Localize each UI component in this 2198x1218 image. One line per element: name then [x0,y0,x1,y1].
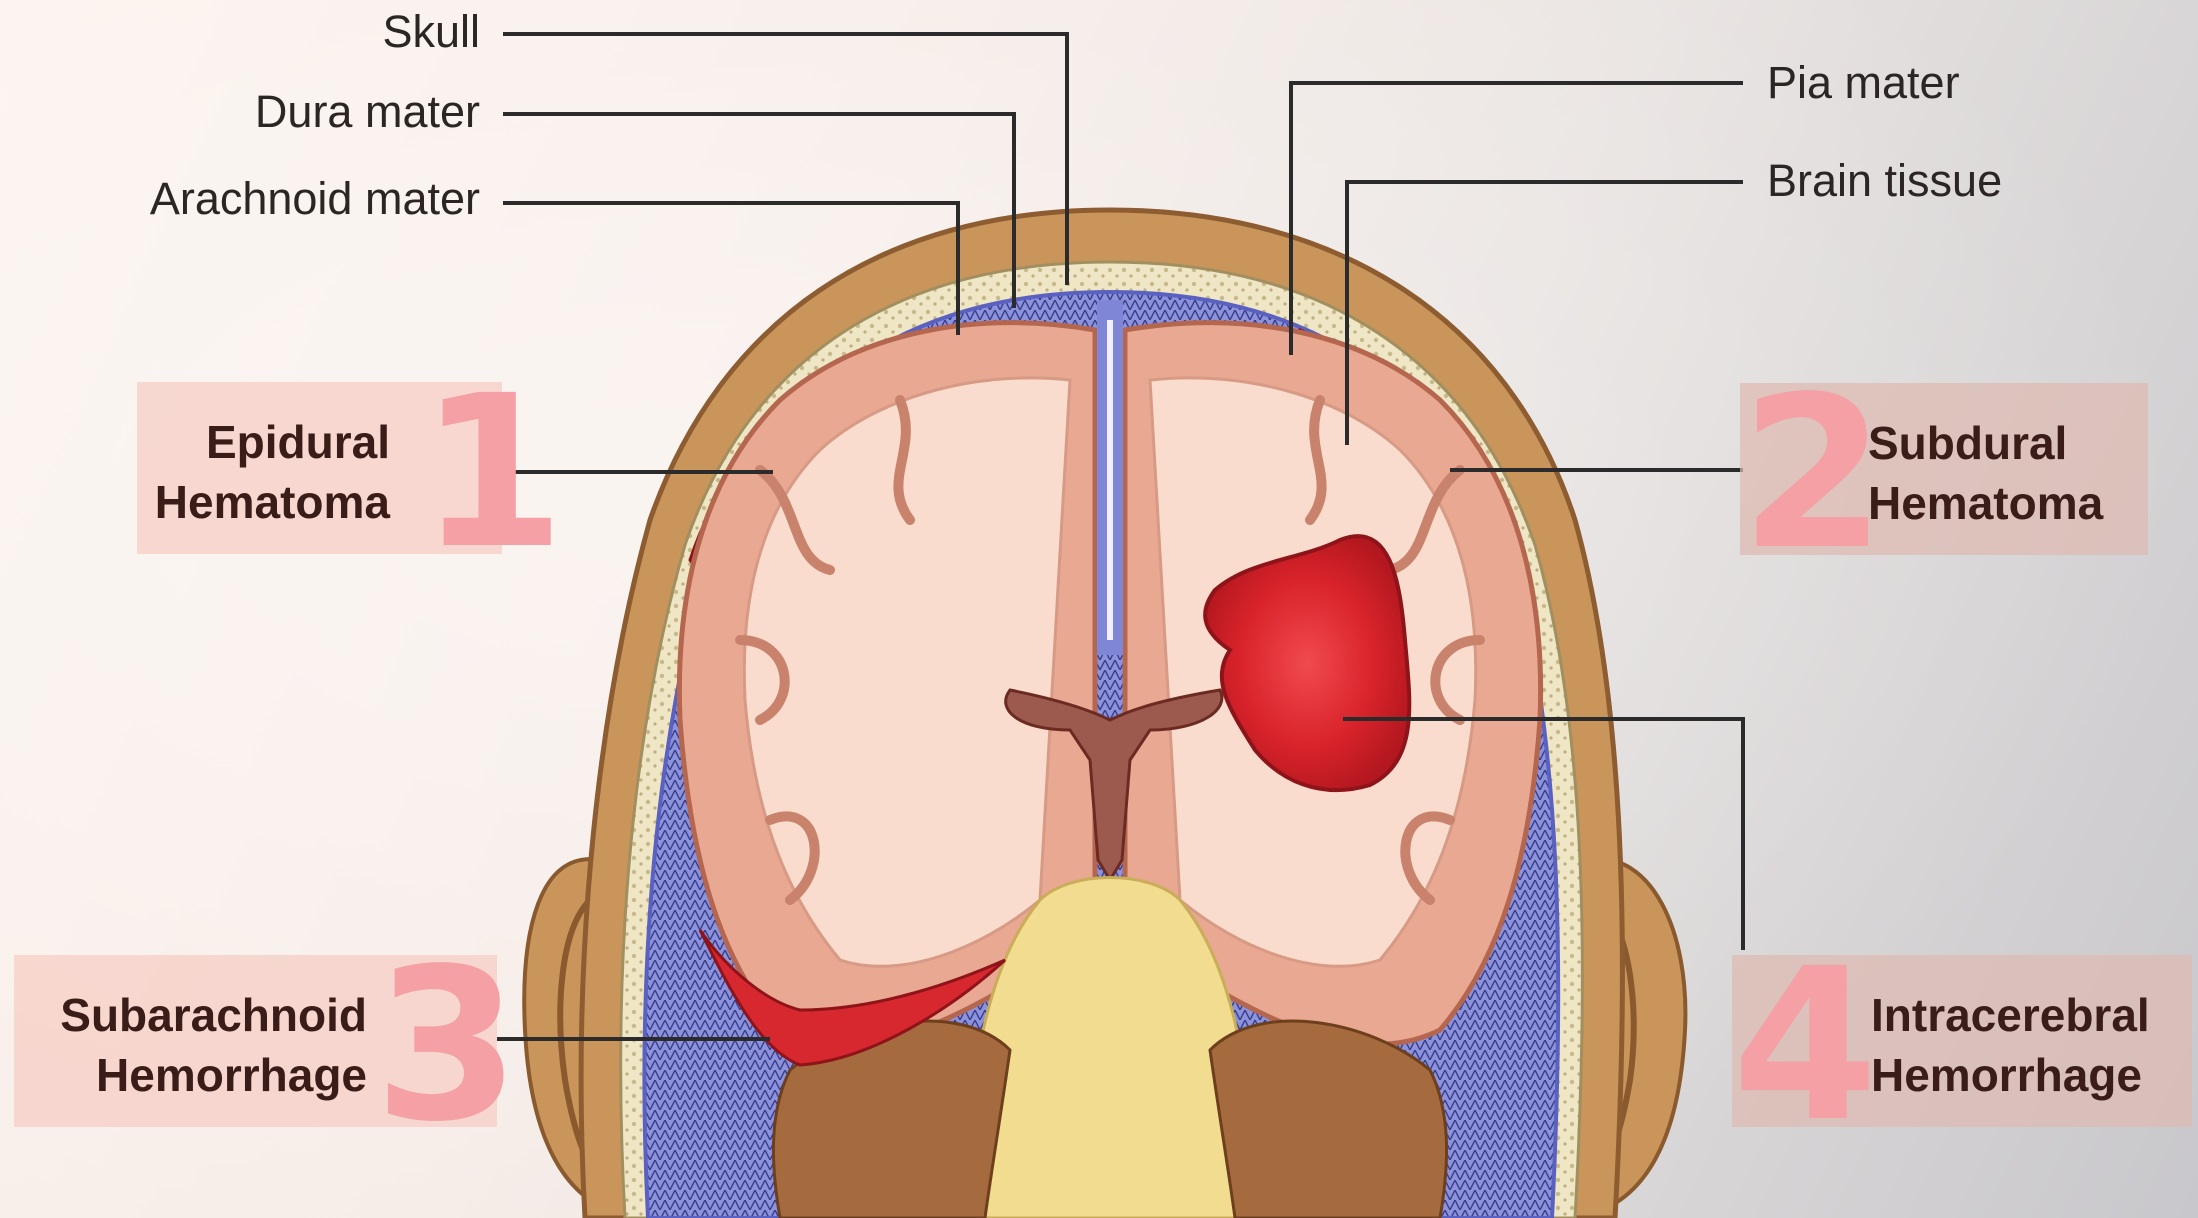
arachnoid-mater-label: Arachnoid mater [150,176,480,221]
callout-title-line: Hemorrhage [60,1045,367,1105]
pia-mater-label: Pia mater [1767,60,1960,105]
callout-title-line: Hematoma [155,472,390,532]
callout-title: Subdural Hematoma [1868,413,2103,533]
callout-epidural-hematoma: 1 Epidural Hematoma [137,382,502,554]
callout-title-line: Subdural [1868,413,2103,473]
callout-title-line: Epidural [155,412,390,472]
callout-title-line: Hemorrhage [1871,1045,2150,1105]
callout-number: 1 [419,368,565,578]
dura-mater-label: Dura mater [255,89,480,134]
callout-number: 2 [1740,369,1886,579]
brain-tissue-label: Brain tissue [1767,158,2002,203]
callout-number: 3 [374,941,520,1151]
callout-subarachnoid-hemorrhage: 3 Subarachnoid Hemorrhage [14,955,497,1127]
callout-subdural-hematoma: 2 Subdural Hematoma [1740,383,2148,555]
callout-intracerebral-hemorrhage: 4 Intracerebral Hemorrhage [1732,955,2192,1127]
skull-label: Skull [382,9,480,54]
callout-title: Subarachnoid Hemorrhage [60,985,367,1105]
callout-title-line: Subarachnoid [60,985,367,1045]
callout-title-line: Intracerebral [1871,985,2150,1045]
brain [679,300,1540,1218]
callout-title: Epidural Hematoma [155,412,390,532]
callout-title-line: Hematoma [1868,473,2103,533]
callout-title: Intracerebral Hemorrhage [1871,985,2150,1105]
callout-number: 4 [1732,941,1878,1151]
